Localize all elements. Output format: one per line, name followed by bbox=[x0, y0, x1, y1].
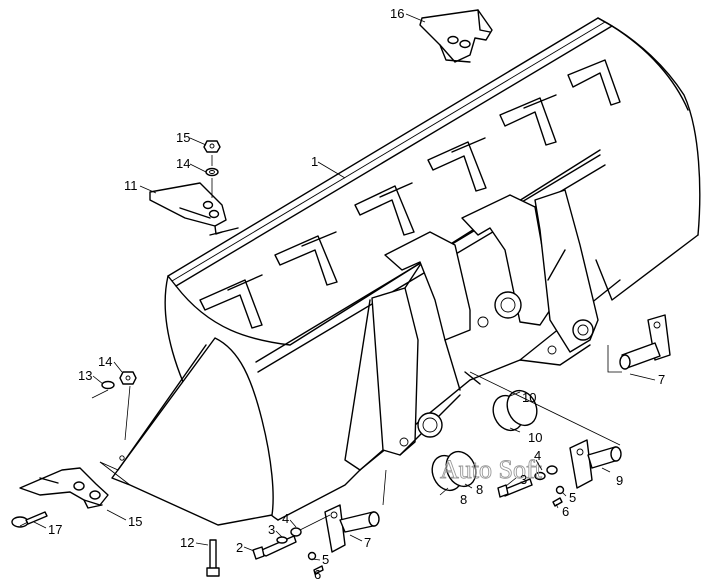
callout-10-bottom: 10 bbox=[528, 430, 542, 445]
part-12-bolt bbox=[206, 539, 220, 577]
pin-assembly-left bbox=[252, 469, 387, 575]
callout-7-bottom: 7 bbox=[364, 535, 371, 550]
watermark: Auto Soft bbox=[440, 455, 543, 484]
callout-14-top: 15 bbox=[176, 130, 190, 145]
pin-assembly-lower-right bbox=[497, 439, 622, 507]
callout-labels: 1 16 15 14 11 14 13 17 15 12 2 3 4 5 6 7… bbox=[48, 6, 665, 582]
callout-13-left: 13 bbox=[78, 368, 92, 383]
part-15-tooth bbox=[19, 467, 109, 509]
bucket-ribs bbox=[199, 59, 621, 329]
callout-5-right: 5 bbox=[569, 490, 576, 505]
callout-13-top: 14 bbox=[176, 156, 190, 171]
callout-11: 11 bbox=[124, 178, 138, 193]
leader-lines bbox=[19, 13, 656, 574]
callout-16: 16 bbox=[390, 6, 404, 21]
callout-3-right: 3 bbox=[520, 472, 527, 487]
callout-15: 15 bbox=[128, 514, 142, 529]
callout-5-left: 5 bbox=[322, 552, 329, 567]
callout-6-right: 6 bbox=[562, 504, 569, 519]
callout-7-right: 7 bbox=[658, 372, 665, 387]
callout-14-left: 14 bbox=[98, 354, 112, 369]
callout-17: 17 bbox=[48, 522, 62, 537]
callout-3-left: 3 bbox=[268, 522, 275, 537]
callout-2: 2 bbox=[236, 540, 243, 555]
pin-assembly-right bbox=[607, 314, 671, 373]
callout-10-top: 10 bbox=[522, 390, 536, 405]
part-16-adapter bbox=[419, 9, 493, 63]
callout-4-left: 4 bbox=[282, 511, 289, 526]
callout-12: 12 bbox=[180, 535, 194, 550]
fasteners-13-14-left bbox=[91, 371, 137, 441]
callout-8-right: 8 bbox=[476, 482, 483, 497]
callout-9: 9 bbox=[616, 473, 623, 488]
callout-8-left: 8 bbox=[460, 492, 467, 507]
mounting-bracket-right bbox=[461, 189, 599, 385]
rings-8-10 bbox=[431, 371, 621, 492]
callout-6-left: 6 bbox=[314, 567, 321, 582]
part-11-adapter bbox=[149, 140, 227, 235]
mounting-bracket-left bbox=[344, 231, 489, 471]
part-17-bolt bbox=[11, 511, 48, 528]
callout-1: 1 bbox=[311, 154, 318, 169]
callout-4-right: 4 bbox=[534, 448, 541, 463]
